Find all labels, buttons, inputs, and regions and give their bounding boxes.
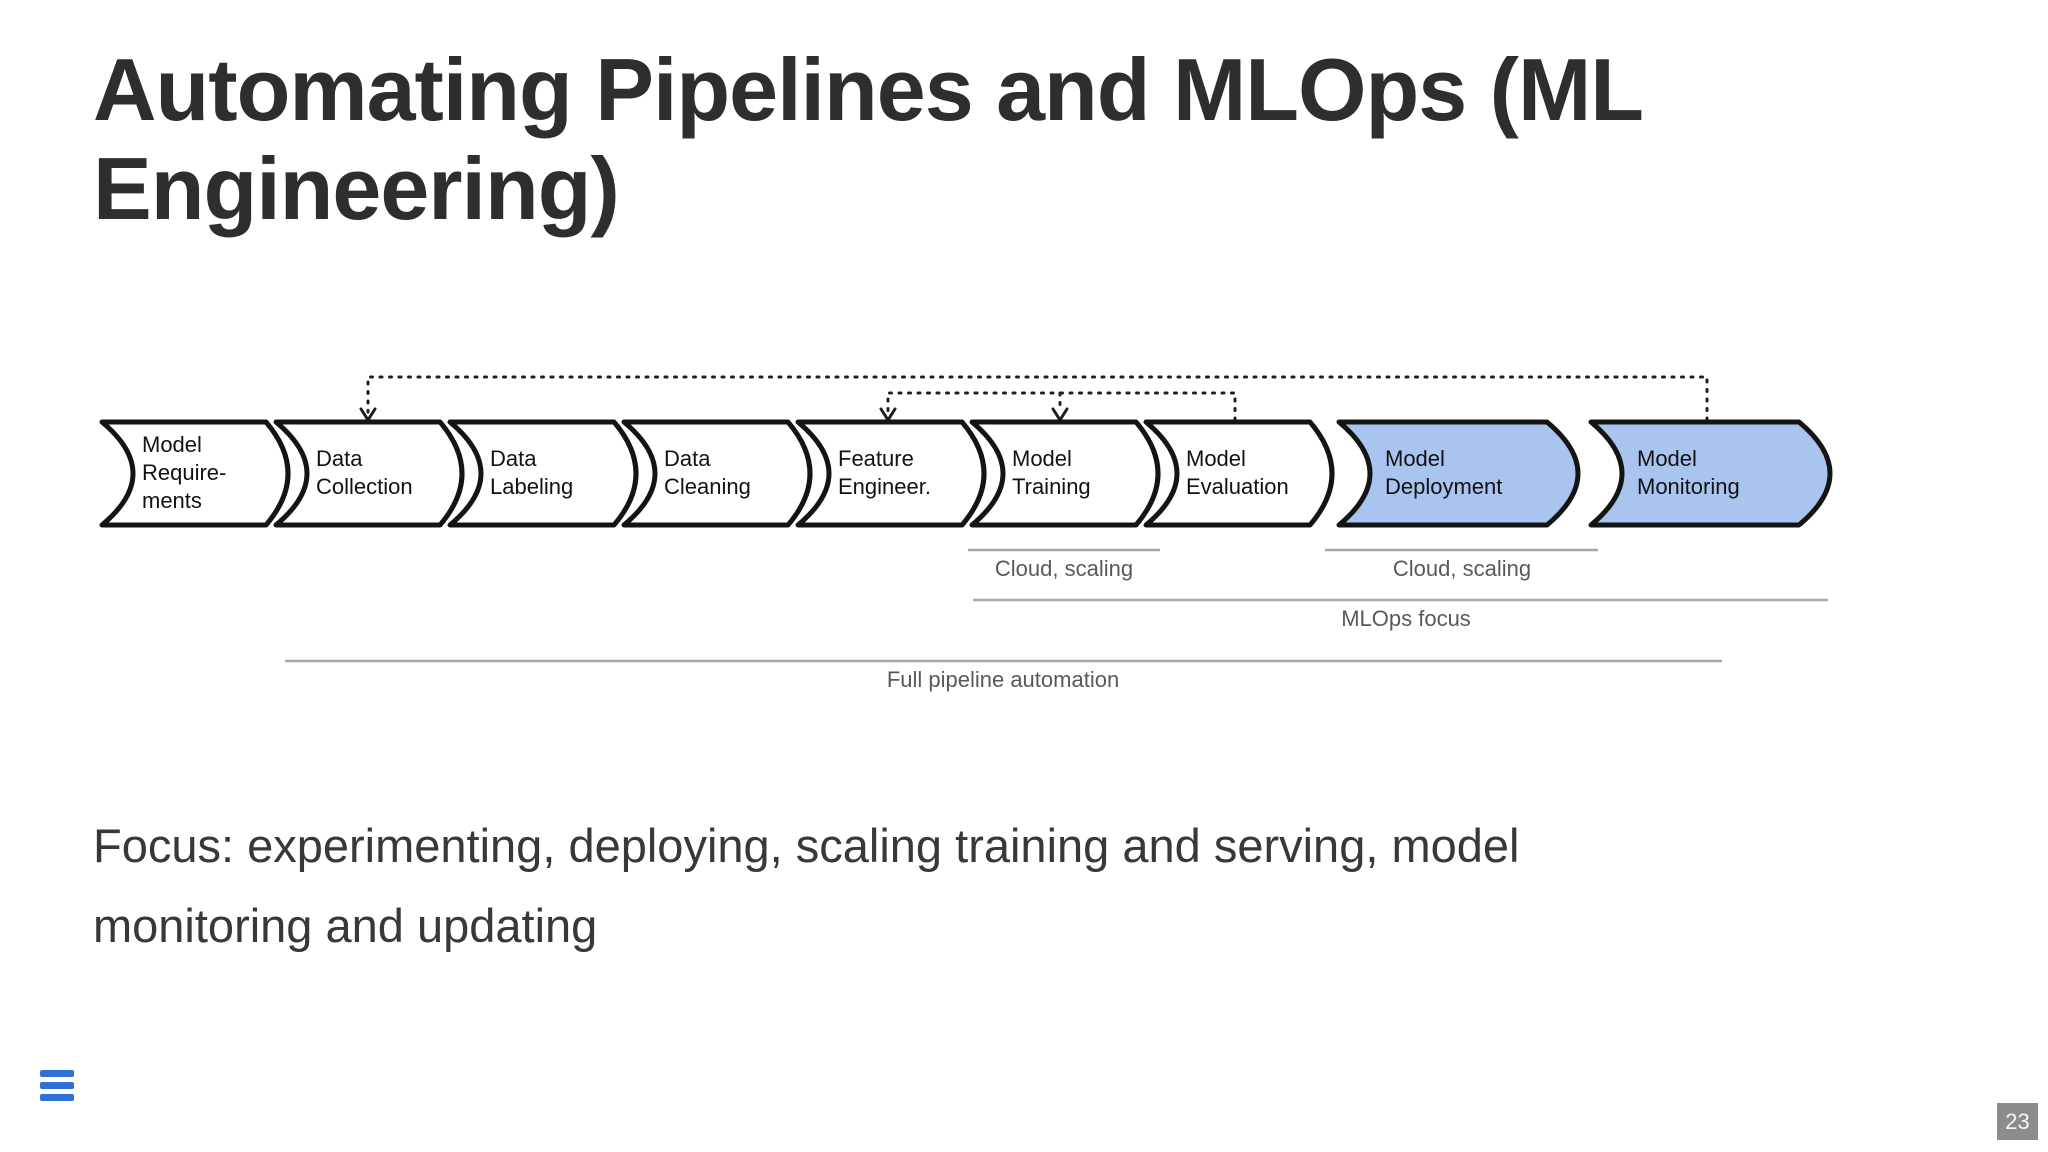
annotation-full-pipeline-automation: Full pipeline automation <box>886 667 1120 692</box>
focus-statement: Focus: experimenting, deploying, scaling… <box>93 806 1519 966</box>
focus-line-2: monitoring and updating <box>93 899 598 952</box>
slide-title: Automating Pipelines and MLOps (ML Engin… <box>93 40 1644 238</box>
title-line-1: Automating Pipelines and MLOps (ML <box>93 40 1644 139</box>
stage-label-feature-engineering: Feature Engineer. <box>838 446 931 499</box>
stage-label-data-cleaning: Data Cleaning <box>664 446 751 499</box>
stage-shape-data-collection <box>273 419 465 528</box>
annotation-mlops-focus: MLOps focus <box>1341 606 1471 631</box>
stage-label-data-labeling: Data Labeling <box>490 446 574 499</box>
stage-shape-model-deployment <box>1336 419 1581 528</box>
stage-shape-data-cleaning <box>621 419 813 528</box>
menu-bar <box>40 1094 74 1101</box>
feedback-arrow-monitoring-to-data-collection <box>366 375 1709 422</box>
stage-label-model-deployment: Model Deployment <box>1385 446 1503 499</box>
stage-label-model-evaluation: Model Evaluation <box>1186 446 1289 499</box>
stage-shape-feature-engineering <box>795 419 987 528</box>
annotation-cloud-scaling-1: Cloud, scaling <box>994 556 1134 581</box>
title-line-2: Engineering) <box>93 139 620 238</box>
stage-label-model-requirements: Model Require- ments <box>142 432 227 513</box>
stage-shape-model-monitoring <box>1588 419 1833 528</box>
annotation-cloud-scaling-2: Cloud, scaling <box>1392 556 1532 581</box>
hamburger-menu-icon[interactable] <box>40 1070 76 1106</box>
menu-bar <box>40 1082 74 1089</box>
stage-label-model-training: Model Training <box>1012 446 1091 499</box>
page-number-badge: 23 <box>1997 1103 2038 1140</box>
stage-shape-model-training <box>969 419 1161 528</box>
focus-line-1: Focus: experimenting, deploying, scaling… <box>93 819 1520 872</box>
menu-bar <box>40 1070 74 1077</box>
arrowhead-model-training <box>1051 407 1069 423</box>
stage-shape-model-evaluation <box>1143 419 1335 528</box>
stage-label-model-monitoring: Model Monitoring <box>1637 446 1740 499</box>
stage-label-data-collection: Data Collection <box>316 446 413 499</box>
stage-shape-data-labeling <box>447 419 639 528</box>
stage-shape-model-requirements <box>99 419 291 528</box>
